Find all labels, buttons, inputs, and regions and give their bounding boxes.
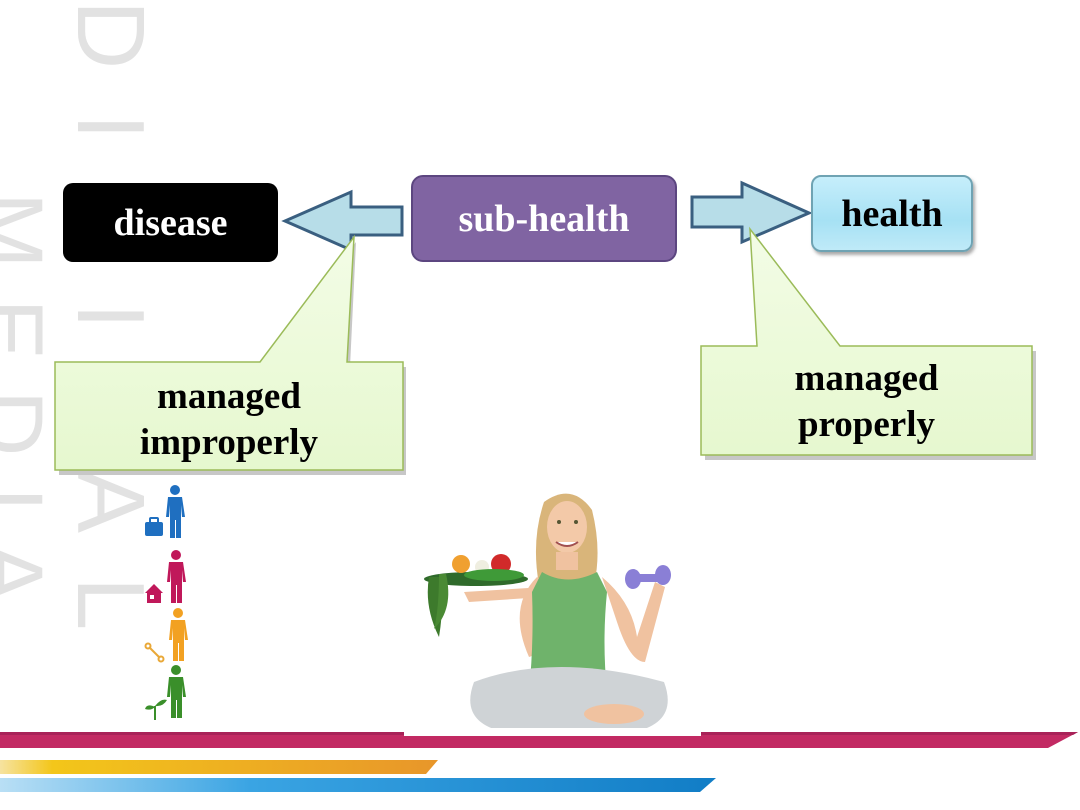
work-person-icon — [145, 485, 185, 538]
callout-improperly-shape — [54, 234, 406, 475]
callout-improperly-line2: improperly — [139, 422, 319, 463]
callout-properly-shape — [700, 226, 1036, 460]
callout-properly: managed properly — [701, 350, 1032, 454]
home-person-icon — [145, 550, 186, 603]
woman-photo — [404, 482, 701, 737]
footer-stripes — [0, 732, 1078, 792]
callout-properly-line2: properly — [797, 404, 936, 445]
callout-properly-line1: managed — [794, 357, 939, 399]
callout-improperly-line1: managed — [157, 375, 301, 417]
node-disease-label: disease — [113, 201, 228, 244]
bone-person-icon — [144, 608, 188, 663]
node-disease: disease — [63, 183, 278, 262]
plant-person-icon — [145, 665, 186, 720]
blue-stripe — [0, 778, 716, 792]
arrow-right-icon — [690, 180, 813, 245]
node-sub-health-label: sub-health — [458, 197, 630, 240]
callout-improperly: managed improperly — [55, 368, 403, 472]
node-health-label: health — [841, 192, 943, 235]
woman-with-vegetables-and-dumbbell-image — [424, 493, 671, 736]
node-sub-health: sub-health — [411, 175, 677, 262]
magenta-stripe — [0, 732, 1078, 748]
yellow-stripe — [0, 760, 438, 774]
photo-bottom-edge — [404, 728, 701, 736]
node-health: health — [811, 175, 973, 252]
arrow-left-icon — [281, 189, 404, 253]
